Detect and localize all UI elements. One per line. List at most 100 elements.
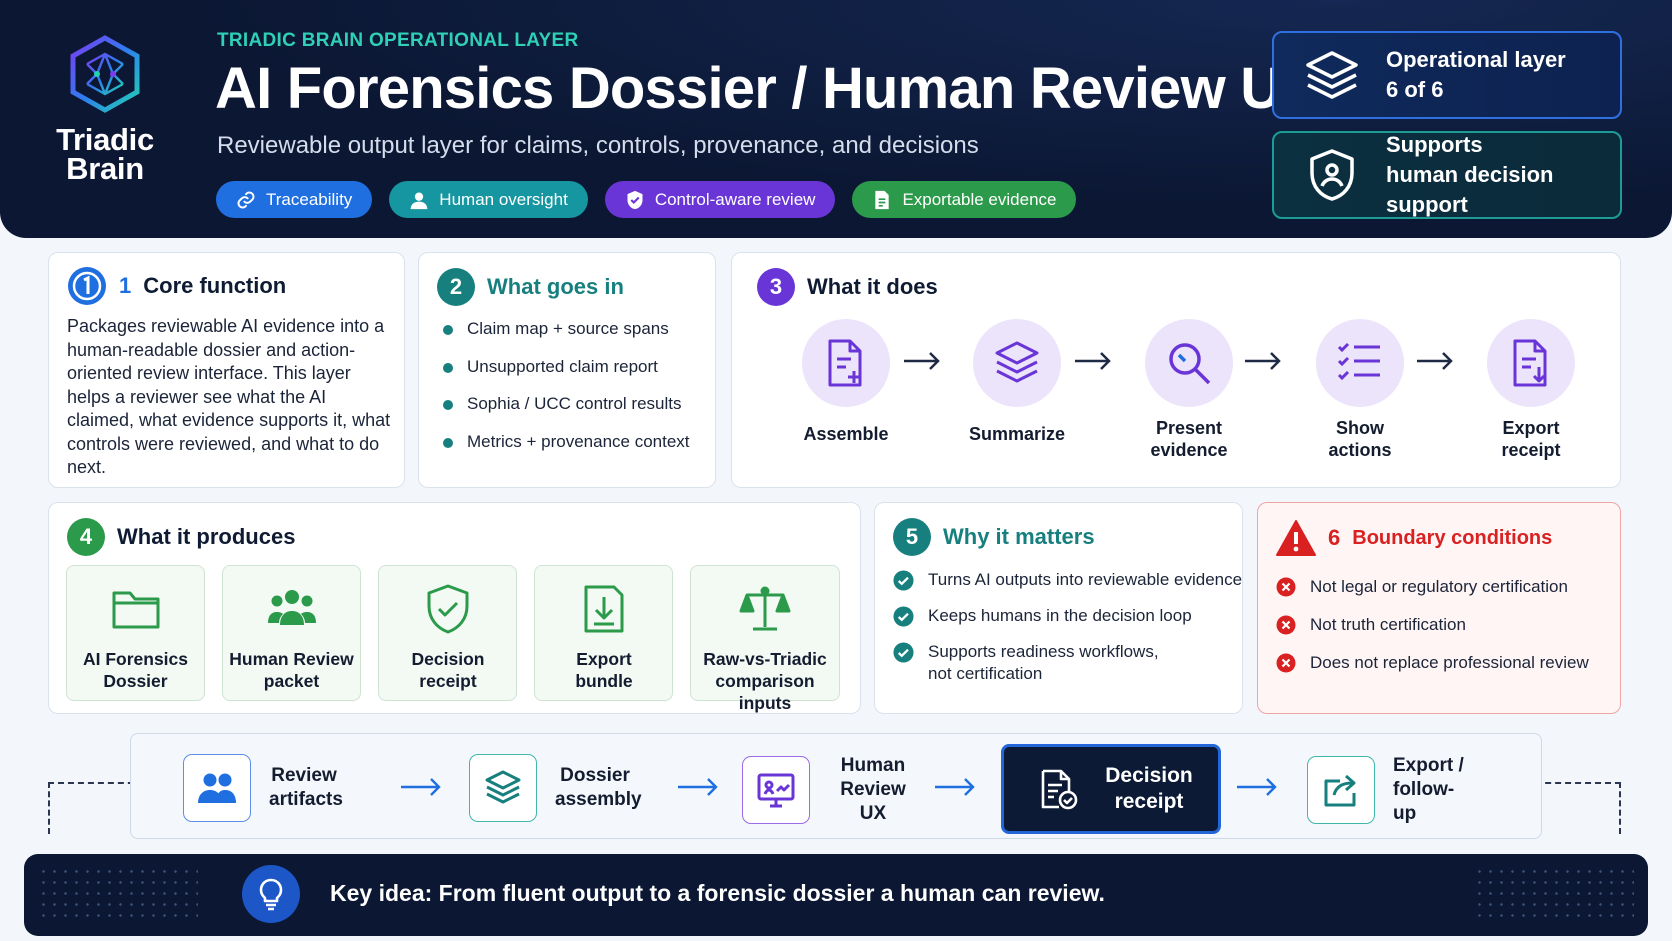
step-show-actions: Show actions [1290,319,1430,461]
card-title-text: Boundary conditions [1352,526,1553,549]
x-circle-icon [1276,653,1296,673]
warning-icon [1276,520,1316,556]
list-item: Sophia / UCC control results [443,394,690,432]
card-title: 6 Boundary conditions [1276,519,1552,557]
process-steps: Assemble Summarize Present evidence Show… [732,319,1622,479]
card-title: 5 Why it matters [893,518,1095,556]
people-icon [267,590,316,625]
document-plus-icon [828,339,862,387]
shield-check-icon [627,190,643,209]
list-item: Not truth certification [1276,615,1589,653]
x-circle-icon [1276,577,1296,597]
x-circle-icon [1276,615,1296,635]
what-goes-in-card: 2 What goes in Claim map + source spans … [418,252,716,488]
operational-layer-label: Operational layer [1386,47,1566,72]
check-circle-icon [893,606,914,627]
check-circle-icon [893,570,914,591]
magnifier-icon [1169,343,1211,385]
flow-decision-receipt: Decision receipt [1001,744,1221,834]
lightbulb-badge [242,865,300,923]
list-item: Keeps humans in the decision loop [893,605,1242,627]
arrow-right-icon [401,778,441,796]
card-number: 4 [67,518,105,556]
checklist-icon [1337,342,1380,381]
boundary-list: Not legal or regulatory certification No… [1276,577,1589,691]
supports-detail: human decision support [1386,162,1554,217]
flow-dossier-assembly: Dossier assembly [469,754,642,822]
list-item: Not legal or regulatory certification [1276,577,1589,615]
pill-human-oversight: Human oversight [389,181,588,218]
output-export-bundle: Export bundle [534,565,673,701]
one-badge-icon [68,267,106,305]
list-item: Metrics + provenance context [443,432,690,470]
card-title-text: What goes in [487,274,624,299]
list-item: Turns AI outputs into reviewable evidenc… [893,569,1242,591]
card-title: 2 What goes in [437,268,624,306]
card-title-text: What it produces [117,524,296,549]
card-title: 4 What it produces [67,518,295,556]
supports-box: Supports human decision support [1272,131,1622,219]
step-present-evidence: Present evidence [1119,319,1259,461]
operational-layer-box: Operational layer 6 of 6 [1272,31,1622,119]
core-function-description: Packages reviewable AI evidence into a h… [67,316,391,477]
tag-pills: Traceability Human oversight Control-awa… [216,181,1077,218]
shield-user-icon [1310,149,1354,201]
download-file-icon [584,585,623,633]
pill-label: Traceability [266,189,353,209]
card-number: 5 [893,518,931,556]
output-ai-forensics-dossier: AI Forensics Dossier [66,565,205,701]
lightbulb-icon [259,878,283,911]
flow-export-follow-up: Export / follow-up [1307,754,1473,826]
step-assemble: Assemble [776,319,916,445]
layers-icon [485,770,521,804]
why-it-matters-card: 5 Why it matters Turns AI outputs into r… [874,502,1243,714]
card-title: 1 Core function [67,266,286,306]
workflow-strip: Review artifacts Dossier assembly Human … [130,733,1542,839]
card-number: 2 [437,268,475,306]
arrow-right-icon [904,352,940,370]
logo-text: Triadic Brain [56,122,154,186]
arrow-right-icon [1075,352,1111,370]
pill-label: Human oversight [439,189,568,209]
header-banner: Triadic Brain TRIADIC BRAIN OPERATIONAL … [0,0,1672,238]
step-export-receipt: Export receipt [1461,319,1601,461]
list-item: Does not replace professional review [1276,653,1589,691]
core-function-card: 1 Core function Packages reviewable AI e… [48,252,405,488]
share-icon [1324,774,1356,807]
what-it-does-card: 3 What it does Assemble Summarize Presen… [731,252,1621,488]
card-title-text: Why it matters [943,524,1095,549]
decorative-dots [38,866,198,924]
list-item: Supports readiness workflows, not certif… [893,641,1242,685]
page-subtitle: Reviewable output layer for claims, cont… [217,132,979,159]
brain-hexagon-logo-icon [70,35,140,113]
arrow-right-icon [1245,352,1281,370]
outputs-list: AI Forensics Dossier Human Review packet… [66,565,840,713]
list-item: Claim map + source spans [443,319,690,357]
shield-check-icon [427,584,468,634]
step-summarize: Summarize [947,319,1087,445]
card-title-text: Core function [143,273,287,298]
document-download-icon [1513,339,1547,387]
card-number: 1 [119,273,132,298]
layers-icon [995,341,1039,383]
output-human-review-packet: Human Review packet [222,565,361,701]
boundary-conditions-card: 6 Boundary conditions Not legal or regul… [1257,502,1621,714]
card-number: 6 [1328,525,1341,550]
pill-label: Exportable evidence [902,189,1057,209]
document-check-icon [1041,769,1078,810]
logo: Triadic Brain [50,34,160,186]
pill-exportable-evidence: Exportable evidence [852,181,1077,218]
layers-icon [1306,51,1358,99]
arrow-right-icon [1237,778,1277,796]
operational-layer-count: 6 of 6 [1386,77,1444,102]
output-raw-vs-triadic-comparison: Raw-vs-Triadic comparison inputs [690,565,840,713]
key-idea-footer: Key idea: From fluent output to a forens… [24,854,1648,936]
people-icon [198,773,236,803]
pill-traceability: Traceability [216,181,373,218]
arrow-right-icon [935,778,975,796]
supports-label: Supports [1386,132,1483,157]
document-icon [875,190,890,209]
person-icon [410,192,428,209]
arrow-right-icon [678,778,718,796]
pill-label: Control-aware review [654,189,816,209]
